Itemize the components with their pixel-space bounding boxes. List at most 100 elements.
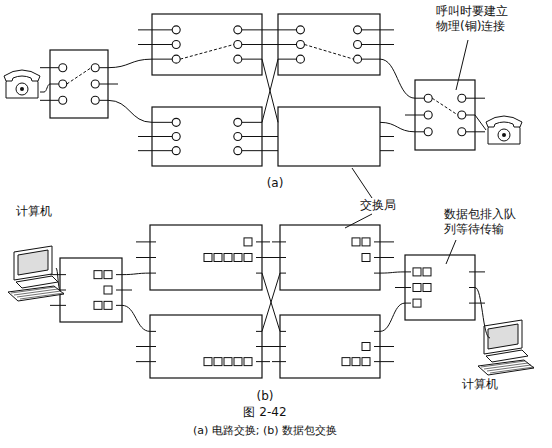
switching-office <box>60 258 122 322</box>
wire <box>374 257 380 258</box>
switch-contact <box>91 80 99 88</box>
wire <box>152 44 172 45</box>
wire <box>136 361 150 362</box>
wire <box>432 98 458 115</box>
wire <box>380 257 394 258</box>
switch-contact <box>458 111 466 119</box>
wire <box>256 241 262 242</box>
queued-packet <box>413 268 421 276</box>
trunk-line <box>44 84 50 92</box>
wire <box>242 150 262 151</box>
wire <box>152 136 172 137</box>
wire <box>374 346 380 347</box>
wire <box>278 44 296 45</box>
switch-contact <box>354 55 362 63</box>
wire <box>242 59 262 60</box>
wire <box>280 241 286 242</box>
wire <box>152 122 172 123</box>
wire <box>280 346 286 347</box>
computer <box>478 320 534 375</box>
switch-contact <box>296 55 304 63</box>
wire <box>405 271 411 272</box>
queued-packet <box>362 254 370 262</box>
wire <box>380 241 394 242</box>
switch-contact <box>172 118 180 126</box>
wire <box>270 150 278 151</box>
figure-number: 图 2-42 <box>243 405 286 420</box>
wire <box>380 361 394 362</box>
wire <box>136 241 150 242</box>
switching-office <box>405 255 475 320</box>
wire <box>150 241 156 242</box>
trunk-line <box>475 288 490 339</box>
wire <box>40 100 50 101</box>
queued-packet <box>362 238 370 246</box>
wire <box>475 131 485 132</box>
wire <box>262 29 270 30</box>
trunk-line <box>108 59 152 68</box>
wire <box>262 59 278 122</box>
wire <box>152 59 172 60</box>
switch-contact <box>354 26 362 34</box>
wire <box>415 131 424 132</box>
queued-packet <box>413 284 421 292</box>
wire <box>138 136 152 137</box>
wire <box>242 29 262 30</box>
wire <box>99 67 108 68</box>
wire <box>262 346 280 347</box>
queued-packet <box>234 358 242 366</box>
switch-contact <box>234 26 242 34</box>
switch-contact <box>172 41 180 49</box>
switching-office <box>415 80 475 150</box>
wire <box>138 150 152 151</box>
queued-packet <box>342 358 350 366</box>
wire <box>108 84 118 85</box>
wire <box>304 45 353 60</box>
telephone <box>486 116 522 144</box>
queued-packet <box>362 343 370 351</box>
queued-packet <box>352 358 360 366</box>
wire <box>99 84 108 85</box>
switching-office <box>278 107 380 166</box>
wire <box>469 287 475 288</box>
switching-office <box>150 315 262 378</box>
switching-office <box>280 225 380 290</box>
wire <box>256 273 262 274</box>
wire <box>278 29 296 30</box>
wire <box>405 115 415 116</box>
queued-packet <box>104 271 112 279</box>
wire <box>60 305 66 306</box>
wire <box>150 361 156 362</box>
wire <box>67 68 91 84</box>
switch-contact <box>234 147 242 155</box>
callout-label: 交换局 <box>360 198 396 213</box>
wire <box>256 361 262 362</box>
callout-label: 计算机 <box>462 377 498 392</box>
queued-packet <box>423 268 431 276</box>
switching-office <box>278 14 380 75</box>
queued-packet <box>204 358 212 366</box>
queued-packet <box>94 271 102 279</box>
wire <box>50 305 60 306</box>
wire <box>50 67 59 68</box>
switching-office <box>152 107 262 166</box>
wire <box>270 29 278 30</box>
wire <box>380 136 394 137</box>
switch-contact <box>458 128 466 136</box>
telephone <box>4 70 40 98</box>
wire <box>262 136 278 137</box>
switch-contact <box>458 94 466 102</box>
wire <box>466 115 475 116</box>
switch-contact <box>91 64 99 72</box>
trunk-line <box>380 122 415 131</box>
wire <box>374 273 380 274</box>
wire <box>475 98 485 99</box>
wire <box>136 257 150 258</box>
trunk-line <box>380 272 405 273</box>
wire <box>272 241 280 242</box>
trunk-line <box>56 268 60 290</box>
switching-office <box>280 315 380 378</box>
queued-packet <box>244 254 252 262</box>
wire <box>374 331 380 332</box>
queued-packet <box>104 286 112 294</box>
